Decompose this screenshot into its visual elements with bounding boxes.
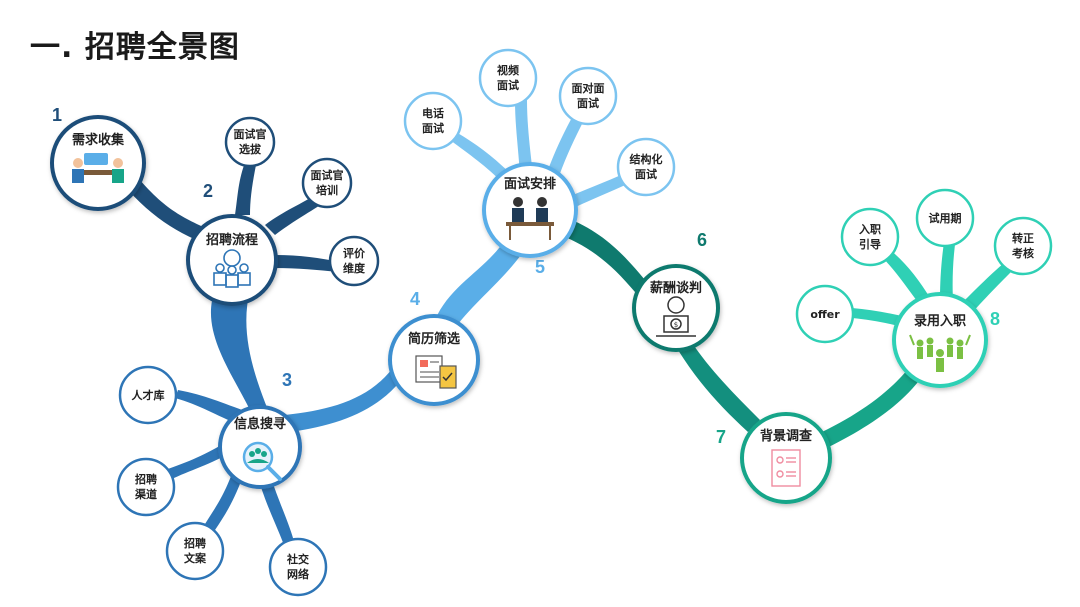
leaf-onboarding-guide[interactable]: 入职 引导 bbox=[842, 209, 898, 265]
leaf-text-line2: 面试 bbox=[577, 96, 599, 110]
stage-label-3: 信息搜寻 bbox=[234, 416, 286, 432]
leaf-interviewer-selection[interactable]: 面试官 选拔 bbox=[226, 118, 274, 166]
leaf-text-line2: 文案 bbox=[184, 551, 207, 565]
stage-number-4: 4 bbox=[410, 289, 420, 309]
leaf-text-line2: 引导 bbox=[859, 237, 881, 251]
leaf-text-line1: 面对面 bbox=[572, 81, 605, 95]
leaf-text-line1: 招聘 bbox=[135, 472, 157, 486]
svg-text:$: $ bbox=[674, 321, 678, 329]
stage-label-4: 简历筛选 bbox=[408, 331, 460, 347]
leaf-video-interview[interactable]: 视频 面试 bbox=[480, 50, 536, 106]
leaf-text-line1: 入职 bbox=[859, 223, 881, 236]
stage-number-2: 2 bbox=[203, 181, 213, 201]
leaf-text-line2: 面试 bbox=[497, 78, 519, 92]
leaf-phone-interview[interactable]: 电话 面试 bbox=[405, 93, 461, 149]
leaf-text-line2: 选拔 bbox=[239, 142, 262, 156]
leaf-text-line2: 网络 bbox=[287, 567, 309, 581]
leaf-recruiting-copy[interactable]: 招聘 文案 bbox=[167, 523, 223, 579]
leaf-regularization-review[interactable]: 转正 考核 bbox=[995, 218, 1051, 274]
stage-label-1: 需求收集 bbox=[72, 132, 125, 148]
stage-number-6: 6 bbox=[697, 230, 707, 250]
stage-node-4[interactable]: 简历筛选 bbox=[390, 316, 478, 404]
stage-label-7: 背景调查 bbox=[760, 428, 813, 444]
stage-node-1[interactable]: 需求收集 bbox=[52, 117, 144, 209]
leaf-text-line1: 面试官 bbox=[234, 127, 267, 141]
stage-node-8[interactable]: 录用入职 bbox=[894, 294, 986, 386]
stage-node-7[interactable]: 背景调查 bbox=[742, 414, 830, 502]
stage-node-6[interactable]: 薪酬谈判 $ bbox=[634, 266, 718, 350]
leaf-text-line1: 电话 bbox=[422, 106, 444, 120]
stage-number-1: 1 bbox=[52, 105, 62, 125]
branch-2-leafA bbox=[235, 160, 256, 215]
stage-number-7: 7 bbox=[716, 427, 726, 447]
leaf-text-line1: 转正 bbox=[1012, 231, 1034, 245]
leaf-text-line1: 试用期 bbox=[929, 211, 962, 225]
leaf-interviewer-training[interactable]: 面试官 培训 bbox=[303, 159, 351, 207]
leaf-text-line1: 评价 bbox=[343, 247, 366, 260]
stage-node-2[interactable]: 招聘流程 bbox=[188, 216, 276, 304]
leaf-evaluation-dimension[interactable]: 评价 维度 bbox=[330, 237, 378, 285]
branch-6-7 bbox=[678, 340, 760, 432]
leaf-recruiting-channels[interactable]: 招聘 渠道 bbox=[118, 459, 174, 515]
leaf-offer[interactable]: offer bbox=[797, 286, 853, 342]
leaf-text-line1: 结构化 bbox=[629, 152, 663, 166]
leaf-text-line1: offer bbox=[810, 308, 840, 321]
leaf-face-to-face-interview[interactable]: 面对面 面试 bbox=[560, 68, 616, 124]
leaf-text-line2: 维度 bbox=[343, 261, 366, 275]
stage-number-5: 5 bbox=[535, 257, 545, 277]
leaf-text-line1: 视频 bbox=[497, 63, 519, 77]
stage-label-6: 薪酬谈判 bbox=[650, 280, 702, 296]
stage-label-8: 录用入职 bbox=[914, 314, 966, 329]
leaf-text-line2: 面试 bbox=[635, 167, 657, 181]
leaf-structured-interview[interactable]: 结构化 面试 bbox=[618, 139, 674, 195]
branch-3-4 bbox=[285, 365, 405, 432]
stage-number-3: 3 bbox=[282, 370, 292, 390]
stage-node-5[interactable]: 面试安排 bbox=[484, 164, 576, 256]
leaf-text-line2: 考核 bbox=[1012, 246, 1034, 260]
stage-label-2: 招聘流程 bbox=[206, 232, 258, 248]
stage-node-3[interactable]: 信息搜寻 bbox=[220, 407, 300, 487]
leaf-text-line1: 人才库 bbox=[132, 388, 165, 402]
leaf-text-line1: 招聘 bbox=[184, 536, 206, 550]
leaf-text-line2: 渠道 bbox=[135, 487, 157, 501]
branch-2-3 bbox=[211, 290, 268, 410]
leaf-text-line2: 培训 bbox=[316, 183, 338, 197]
stage-label-5: 面试安排 bbox=[504, 176, 556, 192]
leaf-text-line1: 面试官 bbox=[311, 168, 344, 182]
leaf-text-line1: 社交 bbox=[286, 552, 309, 566]
leaf-text-line2: 面试 bbox=[422, 121, 444, 135]
leaf-social-network[interactable]: 社交 网络 bbox=[270, 539, 326, 595]
leaf-probation[interactable]: 试用期 bbox=[917, 190, 973, 246]
leaf-talent-pool[interactable]: 人才库 bbox=[120, 367, 176, 423]
stage-number-8: 8 bbox=[990, 309, 1000, 329]
